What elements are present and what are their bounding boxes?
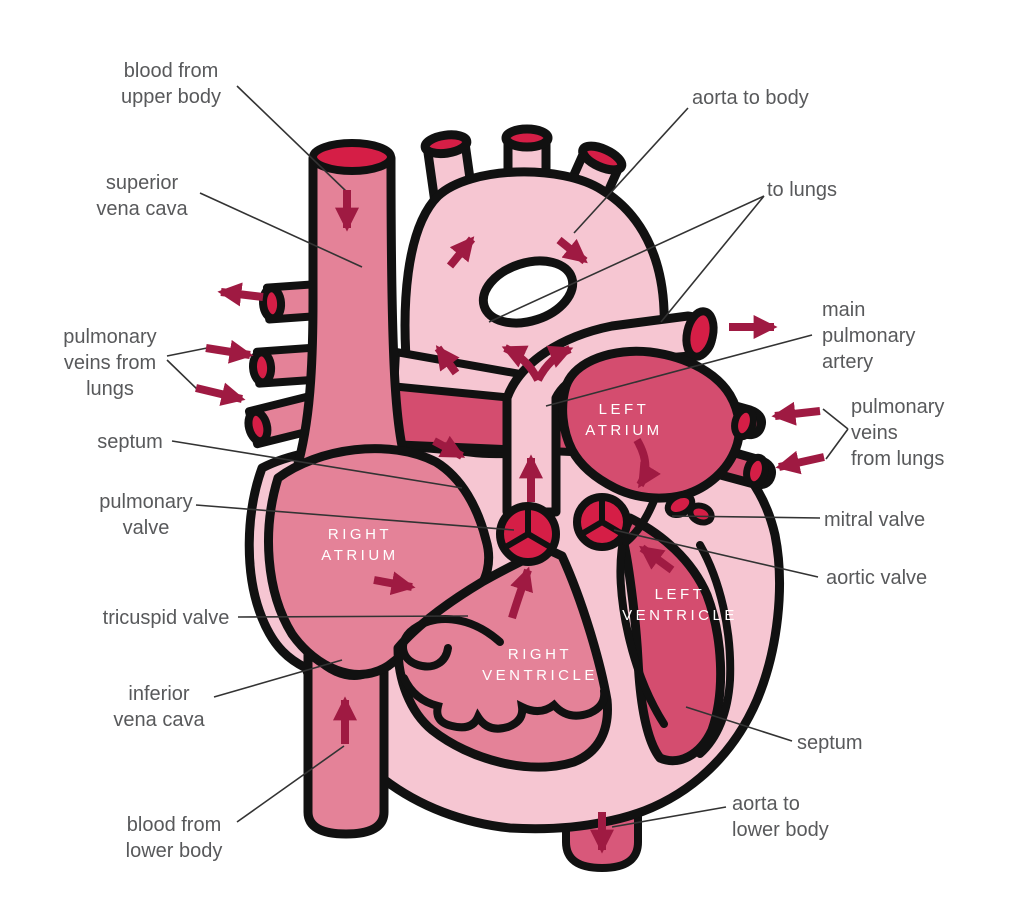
chamber-label-left-atrium: LEFT ATRIUM — [585, 401, 663, 439]
chamber-label-right-ventricle: RIGHT VENTRICLE — [482, 646, 598, 684]
label-mitral-valve: mitral valve — [824, 509, 926, 531]
left-atrium-shape — [558, 346, 776, 503]
trabeculae-lines — [399, 494, 735, 758]
leader-lines — [166, 85, 849, 828]
label-pulmonary-valve: pulmonary valve — [99, 491, 193, 539]
label-aortic-valve: aortic valve — [826, 567, 928, 589]
label-blood-from-lower-body: blood from lower body — [125, 814, 223, 862]
label-blood-from-upper-body: blood from upper body — [120, 60, 222, 108]
label-superior-vena-cava: superior vena cava — [96, 172, 188, 220]
aortic-valve-shape — [573, 493, 631, 551]
label-main-pulmonary-artery: main pulmonary artery — [822, 299, 916, 373]
label-pulmonary-veins-from-lungs-right: pulmonary veins from lungs — [851, 396, 945, 470]
chamber-label-right-atrium: RIGHT ATRIUM — [321, 526, 399, 564]
flow-arrows — [195, 190, 825, 854]
label-aorta-to-lower-body: aorta to lower body — [732, 793, 829, 841]
label-tricuspid-valve: tricuspid valve — [102, 607, 230, 629]
chamber-label-left-ventricle: LEFT VENTRICLE — [622, 586, 738, 624]
label-septum-right: septum — [797, 732, 863, 754]
label-aorta-to-body: aorta to body — [692, 87, 809, 109]
label-septum-left: septum — [97, 431, 163, 453]
label-to-lungs: to lungs — [767, 179, 838, 201]
mitral-valve-shape — [664, 491, 715, 526]
label-pulmonary-veins-from-lungs-left: pulmonary veins from lungs — [63, 326, 157, 400]
superior-vena-cava-shape — [289, 139, 415, 483]
pulmonary-valve-shape — [496, 502, 560, 566]
label-inferior-vena-cava: inferior vena cava — [113, 683, 205, 731]
